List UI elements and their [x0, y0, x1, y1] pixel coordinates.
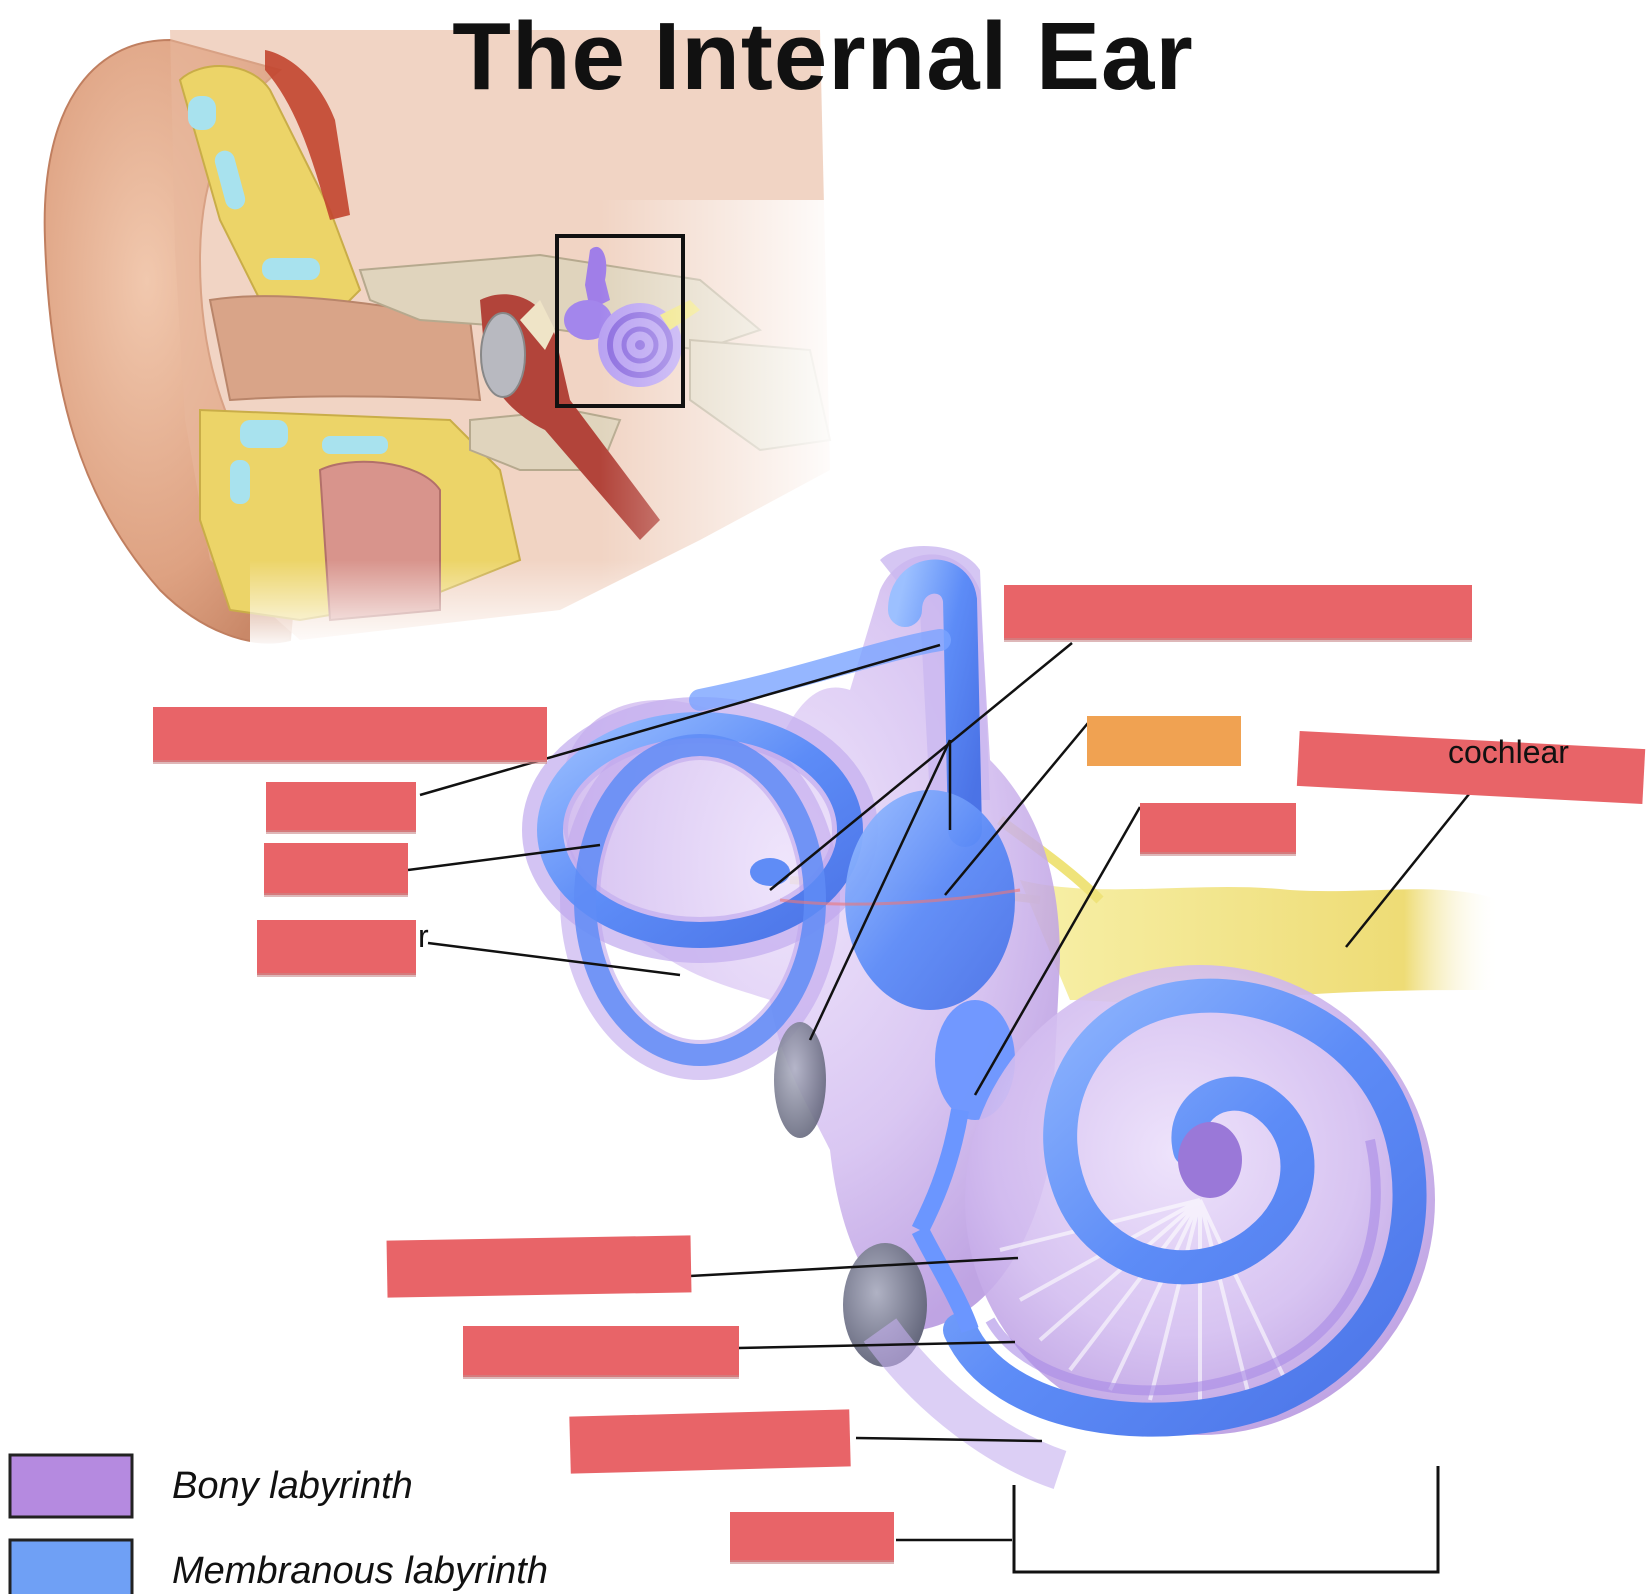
legend-label-membranous: Membranous labyrinth [172, 1550, 548, 1592]
ear-cross-section-illustration [43, 30, 850, 650]
label-box-lateral[interactable] [264, 843, 408, 895]
legend-swatch-bony [8, 1453, 134, 1519]
partial-text-r: r [418, 918, 429, 954]
inner-ear-illustration [522, 546, 1500, 1489]
label-box-semicircular-canals[interactable] [1004, 585, 1472, 640]
leader-lines [407, 642, 1491, 1542]
label-box-vestibulocochlear-nerve[interactable] [1296, 730, 1646, 805]
legend-label-bony: Bony labyrinth [172, 1465, 413, 1507]
label-box-round-window[interactable] [569, 1409, 851, 1474]
legend-swatch-membranous [8, 1538, 134, 1594]
label-boxes [153, 585, 1646, 1564]
cochlea-bracket [1012, 1466, 1440, 1574]
label-box-cochlea[interactable] [730, 1512, 894, 1562]
label-box-vestibule-highlight[interactable] [1087, 716, 1241, 766]
label-box-canals-group[interactable] [153, 707, 547, 762]
label-box-scala[interactable] [463, 1326, 739, 1377]
label-box-cochlear-duct[interactable] [386, 1235, 692, 1298]
page-title: The Internal Ear [452, 3, 1194, 110]
label-box-posterior[interactable] [257, 920, 416, 975]
label-box-anterior[interactable] [266, 782, 416, 832]
partial-text-cochlear: cochlear [1448, 734, 1569, 770]
label-box-utricle[interactable] [1140, 803, 1296, 854]
